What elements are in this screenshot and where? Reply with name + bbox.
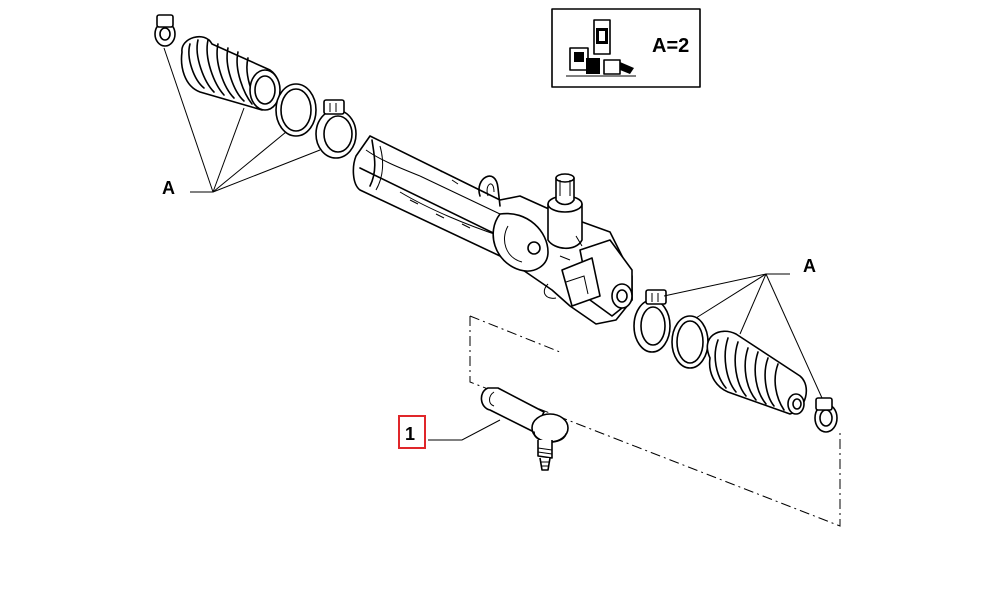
part-callout-number: 1 — [405, 424, 415, 444]
tie-rod-end — [480, 387, 569, 471]
left-bellows-boot — [180, 35, 281, 111]
right-clip-large — [633, 289, 671, 353]
part-callout-leader — [428, 419, 501, 441]
right-ring-seal — [671, 315, 709, 369]
repair-kit-icon — [566, 19, 636, 77]
group-label-left: A — [162, 178, 175, 198]
group-label-right: A — [803, 256, 816, 276]
legend-text: A=2 — [652, 35, 689, 57]
right-a-leaders — [663, 273, 823, 399]
left-ring-seal — [275, 83, 317, 137]
left-a-leaders — [163, 47, 321, 193]
part-callout[interactable]: 1 — [398, 415, 426, 449]
left-clip-small — [154, 14, 176, 47]
right-bellows-boot — [706, 330, 808, 415]
right-clip-small — [814, 397, 838, 433]
legend-box: A=2 — [551, 8, 701, 88]
assembly-bracket-line — [469, 316, 841, 527]
left-clip-large — [315, 99, 357, 159]
steering-rack-housing — [352, 135, 633, 325]
